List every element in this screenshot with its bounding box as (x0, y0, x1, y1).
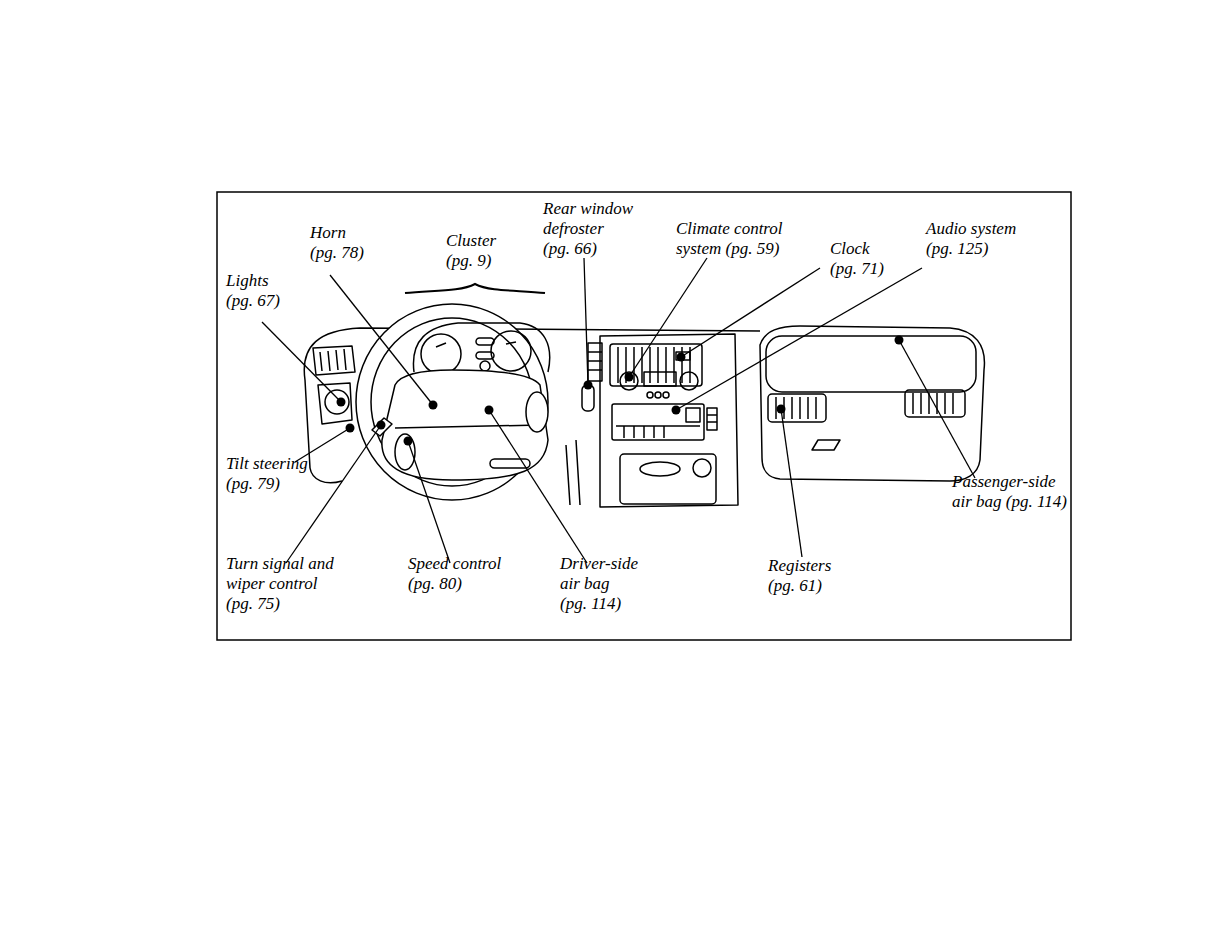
leader-line (584, 258, 588, 385)
gauge (421, 334, 461, 374)
register-vent (768, 394, 826, 422)
frame (217, 192, 1071, 640)
leader-line (629, 258, 707, 377)
gauge-small (476, 338, 494, 345)
audio-buttons (616, 426, 700, 438)
callout-dot (485, 406, 494, 415)
light-knob (325, 390, 349, 414)
vent-louvres (320, 349, 346, 371)
callout-label: Tilt steering (pg. 79) (226, 454, 308, 494)
bracket (405, 284, 545, 293)
callout-label: Rear window defroster (pg. 66) (543, 199, 633, 259)
side-buttons (707, 408, 717, 430)
callout-label: Horn (pg. 78) (310, 223, 364, 263)
leader-line (899, 340, 975, 478)
passenger-panel (760, 326, 984, 481)
gauge-small (476, 352, 494, 359)
glovebox-latch (812, 440, 840, 450)
leader-lines (262, 258, 975, 563)
light-switch-panel (318, 383, 352, 424)
climate-knob (680, 372, 698, 390)
callout-dot (895, 336, 904, 345)
left-vent (313, 346, 355, 375)
callout-dot (337, 398, 346, 407)
callout-dot (584, 381, 593, 390)
hub-seam (395, 425, 540, 428)
callout-label: Driver-side air bag (pg. 114) (560, 554, 638, 614)
callout-dots (337, 336, 904, 446)
column-trim (566, 440, 580, 505)
leader-line (262, 322, 341, 402)
callout-dot (672, 406, 681, 415)
gauge (491, 331, 531, 371)
callout-label: Passenger-side air bag (pg. 114) (952, 472, 1067, 512)
centre-stack (600, 334, 738, 507)
audio-keypad (686, 408, 700, 422)
audio-unit (612, 404, 704, 440)
callout-dot (677, 353, 686, 362)
callout-dot (625, 373, 634, 382)
gauge-small (480, 361, 490, 371)
callout-label: Registers (pg. 61) (768, 556, 831, 596)
callout-dot (404, 437, 413, 446)
power-point (693, 459, 711, 477)
vent-louvres (618, 347, 690, 383)
callout-label: Cluster (pg. 9) (446, 231, 496, 271)
callout-label: Turn signal and wiper control (pg. 75) (226, 554, 334, 614)
right-vent (905, 390, 965, 417)
callout-dot (777, 405, 786, 414)
switch-divisions (588, 352, 602, 370)
vent-louvres (913, 393, 953, 414)
compartment-handle (640, 462, 680, 476)
leader-line (330, 275, 433, 405)
button (647, 392, 653, 398)
cluster-hood (413, 323, 549, 372)
callout-label: Speed control (pg. 80) (408, 554, 501, 594)
leader-line (676, 268, 922, 410)
leader-line (781, 409, 802, 557)
spoke-button (526, 392, 548, 432)
side-button-divisions (707, 415, 717, 422)
button (663, 392, 669, 398)
centre-vent (610, 344, 702, 386)
airbag-door (766, 336, 976, 392)
dash-left-end (305, 380, 342, 483)
callout-label: Audio system (pg. 125) (926, 219, 1016, 259)
switch-group (588, 343, 602, 381)
callout-dot (429, 401, 438, 410)
callout-dot (377, 421, 386, 430)
leader-line (681, 268, 820, 357)
callout-label: Lights (pg. 67) (226, 271, 280, 311)
leader-line (408, 441, 450, 563)
wheel-rim (356, 304, 548, 500)
climate-display (644, 372, 676, 386)
dashboard (304, 304, 984, 507)
callout-dot (346, 424, 355, 433)
leader-line (489, 410, 587, 563)
lower-compartment (620, 454, 716, 504)
button (655, 392, 661, 398)
callout-label: Climate control system (pg. 59) (676, 219, 783, 259)
callout-label: Clock (pg. 71) (830, 239, 884, 279)
climate-knob (620, 372, 638, 390)
leader-line (286, 425, 381, 563)
